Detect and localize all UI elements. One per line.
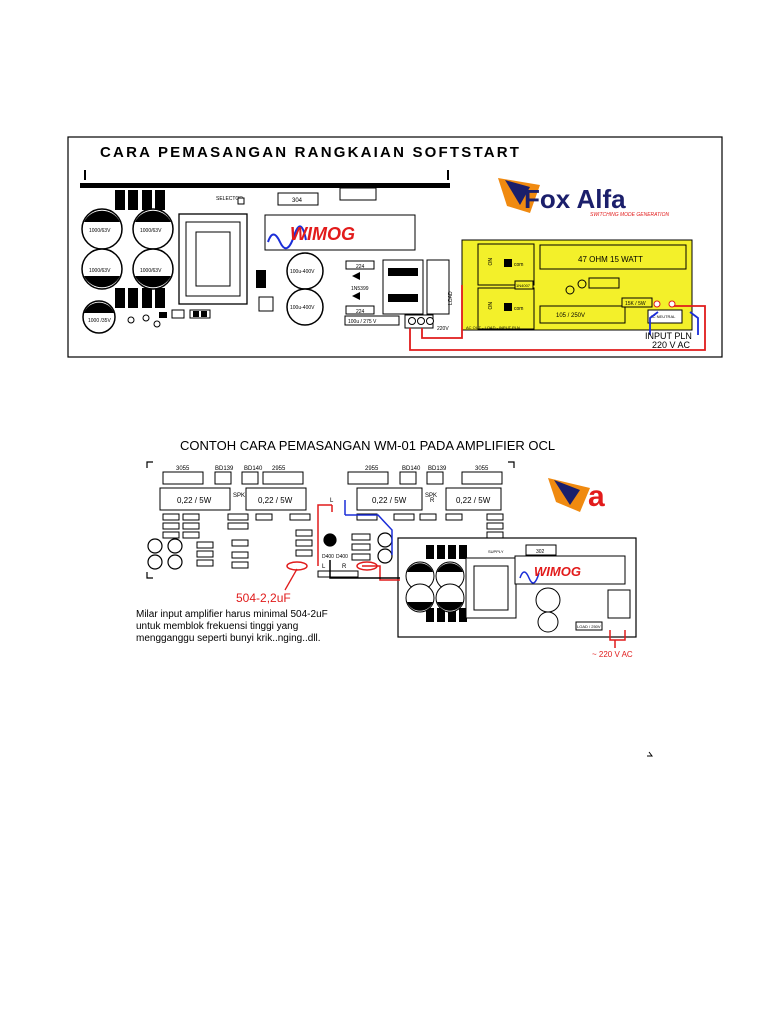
transistor-block-top (115, 190, 165, 308)
svg-text:1N4007: 1N4007 (516, 283, 531, 288)
small-resistors (162, 513, 504, 569)
svg-text:Fox Alfa: Fox Alfa (524, 184, 626, 214)
wimog-logo-top: WIMOG (264, 214, 416, 251)
ac-220-label-bottom: ~ 220 V AC (592, 650, 633, 659)
resistor-47ohm-label: 47 OHM 15 WATT (578, 255, 643, 264)
svg-text:a: a (588, 480, 605, 513)
heatsink-bar (80, 183, 450, 188)
svg-text:AC NEUTRAL: AC NEUTRAL (650, 314, 676, 319)
svg-text:com: com (514, 262, 523, 268)
svg-text:2955: 2955 (272, 466, 286, 472)
svg-text:302: 302 (536, 549, 545, 555)
amp-board-corners (146, 461, 515, 579)
svg-text:1000 /35V: 1000 /35V (88, 318, 111, 324)
wires-top (409, 285, 706, 351)
svg-text:224: 224 (356, 309, 365, 315)
foxalfa-mini-logo: a (548, 478, 605, 513)
svg-text:304: 304 (292, 198, 303, 204)
wires-bottom (317, 500, 626, 648)
note-line-2: untuk memblok frekuensi tinggi yang (136, 621, 298, 632)
svg-text:LOAD: LOAD (448, 291, 454, 305)
svg-text:BD140: BD140 (244, 466, 263, 472)
svg-text:100u / 275 V: 100u / 275 V (348, 319, 377, 325)
svg-text:D400: D400 (322, 554, 334, 560)
svg-text:100u-400V: 100u-400V (290, 305, 315, 311)
svg-text:LOAD / 250V: LOAD / 250V (577, 624, 601, 629)
svg-text:1000/63V: 1000/63V (140, 228, 162, 234)
svg-text:1000/63V: 1000/63V (140, 268, 162, 274)
svg-text:15K / 5W: 15K / 5W (625, 301, 646, 307)
input-pln-label: INPUT PLN (645, 331, 692, 341)
svg-text:NO: NO (486, 258, 492, 266)
svg-text:WIMOG: WIMOG (534, 564, 581, 579)
svg-text:L: L (330, 498, 334, 504)
svg-text:L: L (322, 564, 326, 570)
svg-text:220V: 220V (437, 326, 449, 332)
svg-text:SPK: SPK (233, 493, 245, 499)
diode-bridge: 224 1N5399 224 100u / 275 V (344, 259, 424, 326)
transistor-bodies (162, 471, 503, 485)
svg-text:1000/63V: 1000/63V (89, 228, 111, 234)
svg-text:R: R (342, 564, 347, 570)
svg-text:AC OUT - LOAD - INPUT PLN: AC OUT - LOAD - INPUT PLN (466, 325, 520, 330)
svg-text:WIMOG: WIMOG (290, 224, 355, 244)
svg-text:BD140: BD140 (402, 466, 421, 472)
capacitors-left: 1000/63V 1000/63V 1000/63V 1000/63V 1000… (81, 208, 174, 334)
svg-text:0,22 / 5W: 0,22 / 5W (177, 496, 212, 505)
cap-value-label: 504-2,2uF (236, 591, 291, 605)
svg-text:D400: D400 (336, 554, 348, 560)
svg-text:1N5399: 1N5399 (351, 286, 369, 292)
svg-text:224: 224 (356, 264, 365, 270)
svg-text:3055: 3055 (475, 466, 489, 472)
bottom-title: CONTOH CARA PEMASANGAN WM-01 PADA AMPLIF… (180, 438, 555, 453)
emitter-resistors: 0,22 / 5W 0,22 / 5W 0,22 / 5W 0,22 / 5W … (159, 487, 502, 511)
note-line-1: Milar input amplifier harus minimal 504-… (136, 609, 328, 620)
svg-text:SUPPLY: SUPPLY (488, 549, 504, 554)
svg-text:0,22 / 5W: 0,22 / 5W (456, 496, 491, 505)
power-board: SUPPLY 302 WIMOG LOAD / 250V (397, 537, 637, 638)
svg-text:1000/63V: 1000/63V (89, 268, 111, 274)
selector-label: SELECTOR (216, 196, 243, 202)
top-title: CARA PEMASANGAN RANGKAIAN SOFTSTART (100, 144, 521, 161)
svg-text:BD139: BD139 (428, 466, 447, 472)
svg-text:BD139: BD139 (215, 466, 234, 472)
capacitors-mid: 100u-400V 100u-400V (286, 252, 324, 326)
svg-text:0,22 / 5W: 0,22 / 5W (372, 496, 407, 505)
svg-text:SWITCHING MODE GENERATION: SWITCHING MODE GENERATION (590, 212, 669, 218)
small-caps (147, 532, 393, 570)
svg-text:com: com (514, 306, 523, 312)
fuse-holder (426, 259, 450, 315)
svg-text:3055: 3055 (176, 466, 190, 472)
svg-text:SPK: SPK (425, 493, 437, 499)
svg-text:2955: 2955 (365, 466, 379, 472)
svg-text:0,22 / 5W: 0,22 / 5W (258, 496, 293, 505)
svg-text:105 / 250V: 105 / 250V (556, 313, 585, 319)
svg-text:R: R (430, 498, 435, 504)
note-line-3: mengganggu seperti bunyi krik..nging..dl… (136, 633, 321, 644)
transformer-top (178, 213, 248, 305)
softstart-board: NO com NO com 47 OHM 15 WATT 105 / 250V … (461, 239, 693, 331)
svg-text:NO: NO (486, 302, 492, 310)
foxalfa-logo: Fox Alfa SWITCHING MODE GENERATION (498, 178, 669, 218)
ac-220-label: 220 V AC (652, 340, 691, 350)
svg-text:100u-400V: 100u-400V (290, 269, 315, 275)
transistor-labels: 3055 BD139 BD140 2955 2955 BD140 BD139 3… (176, 466, 489, 472)
